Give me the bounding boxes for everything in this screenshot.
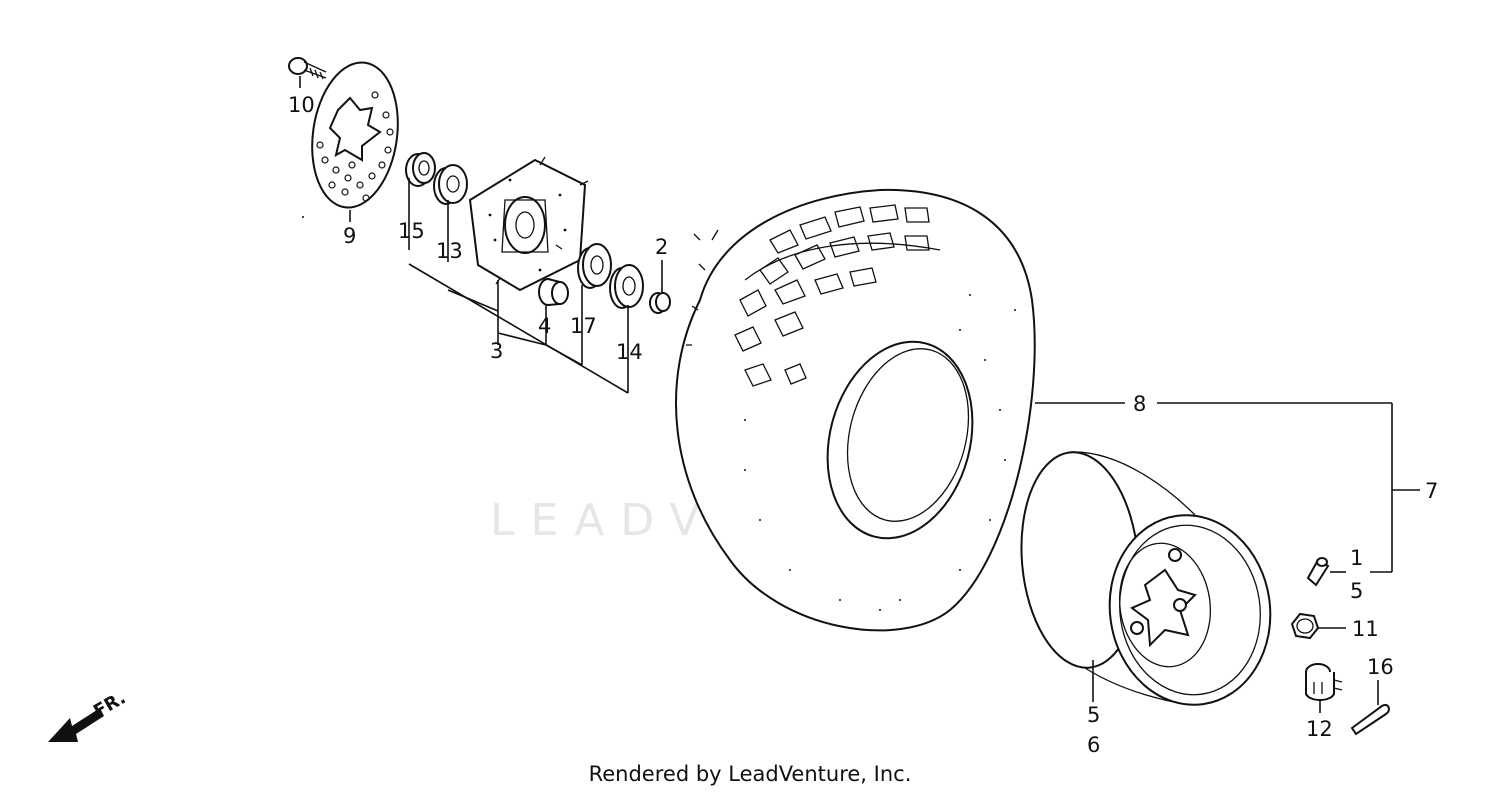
part-cotter-pin-16[interactable] (1350, 704, 1390, 736)
part-collar-4[interactable] (538, 278, 569, 306)
part-wheel-rim-5-6[interactable] (1013, 447, 1283, 715)
callout-11: 11 (1352, 617, 1379, 641)
callout-4: 4 (538, 314, 551, 338)
callout-3: 3 (490, 339, 503, 363)
callout-14: 14 (616, 340, 643, 364)
part-seal-2[interactable] (649, 292, 671, 314)
part-nut-11[interactable] (1290, 612, 1320, 640)
part-hub-3[interactable] (468, 156, 589, 292)
front-direction-indicator: FR. (48, 687, 129, 742)
callout-16: 16 (1367, 655, 1394, 679)
callout-5-rim: 5 (1087, 703, 1100, 727)
callout-13: 13 (436, 239, 463, 263)
part-castle-nut-12[interactable] (1305, 663, 1343, 701)
front-arrow-icon (48, 708, 104, 742)
part-brake-disc-9[interactable] (303, 57, 407, 213)
part-bearing-13[interactable] (433, 164, 468, 205)
callout-10: 10 (288, 93, 315, 117)
part-bearing-17[interactable] (577, 243, 612, 289)
callout-15: 15 (398, 219, 425, 243)
part-tire-8[interactable] (675, 188, 1036, 632)
callout-2: 2 (655, 235, 668, 259)
footer-credit: Rendered by LeadVenture, Inc. (588, 762, 912, 786)
callout-5-valve: 5 (1350, 579, 1363, 603)
part-bearing-14[interactable] (609, 264, 644, 309)
callout-12: 12 (1306, 717, 1333, 741)
part-bearing-15[interactable] (405, 152, 436, 187)
callout-8: 8 (1133, 392, 1146, 416)
callout-numbers: 10 9 15 13 2 3 4 17 14 8 7 1 5 11 16 12 … (288, 93, 1438, 757)
callout-1: 1 (1350, 546, 1363, 570)
callout-7: 7 (1425, 479, 1438, 503)
callout-6: 6 (1087, 733, 1100, 757)
callout-17: 17 (570, 314, 597, 338)
part-valve-1-5[interactable] (1306, 557, 1330, 587)
leader-lines (299, 76, 1420, 713)
callout-9: 9 (343, 224, 356, 248)
part-bolt-10[interactable] (288, 57, 327, 80)
